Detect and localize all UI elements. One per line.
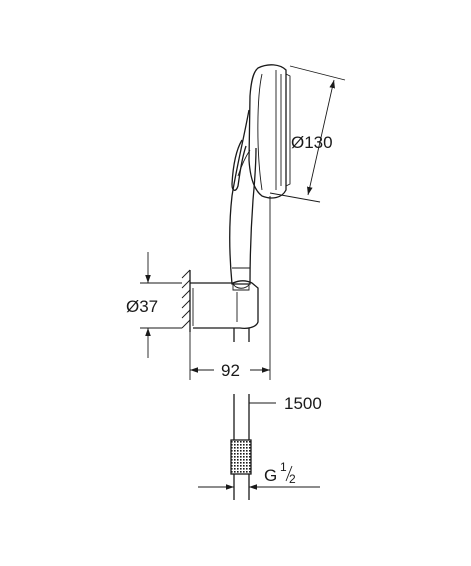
wall-hatching <box>181 269 191 332</box>
dimension-hose-length: 1500 <box>249 394 322 413</box>
holder-diameter-label: Ø37 <box>126 297 158 316</box>
dimension-holder-diameter: Ø37 <box>126 252 182 358</box>
dimension-head-diameter: Ø130 <box>269 65 346 203</box>
shower-handle <box>229 109 257 291</box>
head-diameter-label: Ø130 <box>291 133 333 152</box>
thread-denominator-label: 2 <box>289 472 296 486</box>
wall-holder <box>190 280 259 329</box>
dimension-projection: 92 <box>189 196 271 380</box>
thread-numerator-label: 1 <box>280 460 287 474</box>
hose-length-label: 1500 <box>284 394 322 413</box>
shower-head <box>237 64 291 199</box>
hose <box>233 328 250 440</box>
thread-prefix-label: G <box>264 466 277 485</box>
projection-label: 92 <box>221 361 240 380</box>
dimension-thread: G 1 2 <box>198 460 320 490</box>
hose-fitting <box>230 439 252 500</box>
